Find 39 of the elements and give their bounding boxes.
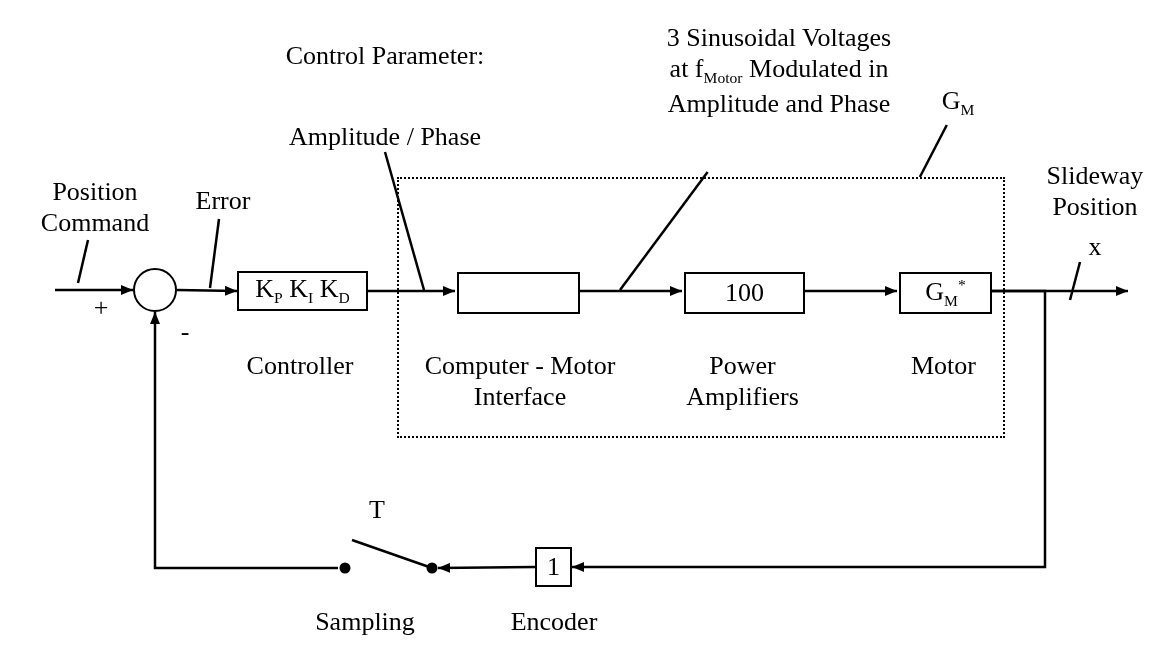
block	[899, 272, 992, 314]
signal-arrow	[572, 289, 1047, 572]
signal-arrow	[150, 312, 338, 570]
block-value: 1	[547, 552, 560, 582]
signal-arrow	[438, 562, 535, 573]
block	[535, 547, 572, 587]
leader-line	[208, 218, 221, 289]
signal-arrow	[55, 285, 133, 295]
signal-label: Amplitude / Phase	[288, 120, 482, 152]
signal-arrow	[176, 285, 238, 296]
block-caption: Encoder	[509, 606, 599, 638]
signal-label: G$_{M}$	[941, 85, 975, 120]
switch-label: Sampling	[314, 606, 416, 638]
signal-label: Control Parameter:	[285, 40, 485, 72]
signal-label: Error	[195, 185, 251, 217]
block-value: K$_{P}$ K$_{I}$ K$_{D}$	[255, 274, 350, 308]
signal-arrow	[368, 286, 455, 296]
dotted-group-box	[397, 177, 1005, 438]
switch-label: T	[368, 494, 386, 526]
block-caption: Motor	[910, 350, 977, 382]
sign-label: +	[92, 292, 110, 324]
block	[684, 272, 805, 314]
leader-line	[1068, 261, 1082, 301]
signal-label: Position Command	[39, 176, 151, 239]
summing-junction	[133, 268, 177, 312]
signal-label: 3 Sinusoidal Voltages at f$_{Motor}$ Modulated in Amplitude and Phase	[665, 22, 893, 120]
block-caption: Power Amplifiers	[685, 350, 800, 413]
block	[457, 272, 580, 314]
sign-label: -	[179, 316, 191, 348]
block-value: 100	[725, 278, 764, 308]
leader-line	[76, 239, 90, 284]
signal-label: x	[1088, 230, 1102, 262]
block-caption: Controller	[245, 350, 355, 382]
block-caption: Computer - Motor Interface	[423, 350, 617, 413]
signal-label: Slideway Position	[1045, 160, 1145, 223]
leader-line	[918, 124, 948, 178]
leader-line	[619, 171, 709, 291]
leader-line	[383, 151, 426, 291]
block	[237, 271, 368, 311]
